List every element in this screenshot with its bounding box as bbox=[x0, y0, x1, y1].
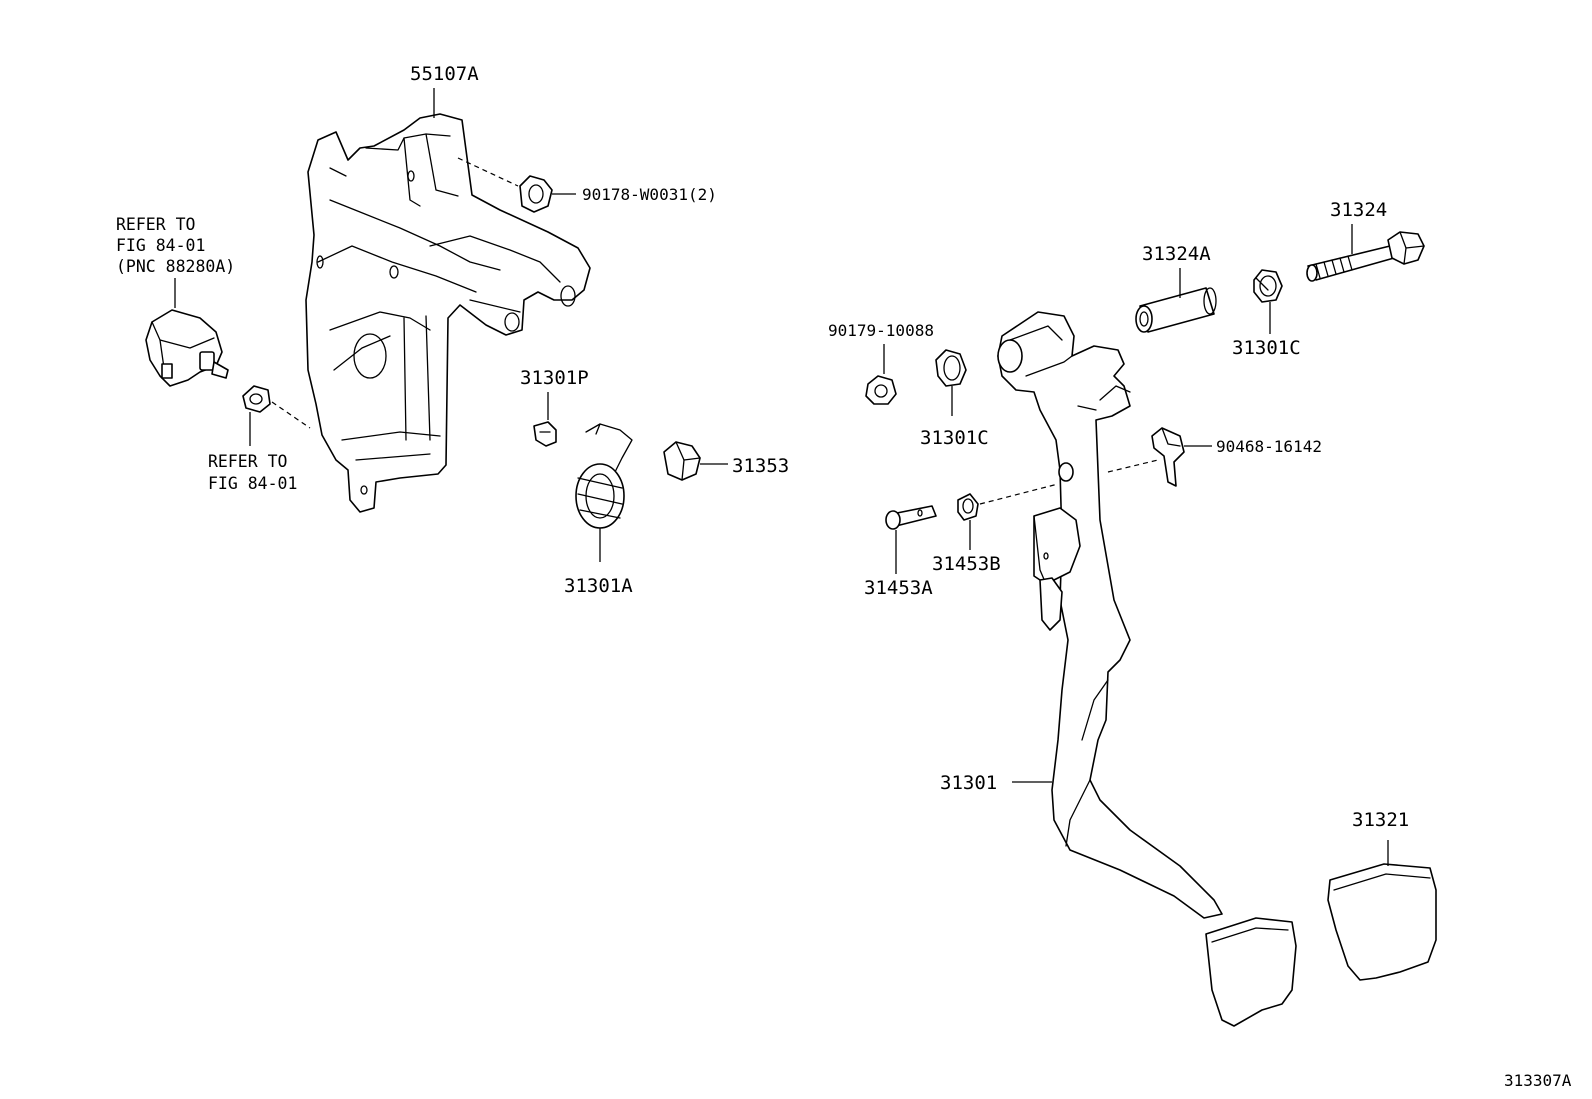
refer-switch-line3: (PNC 88280A) bbox=[116, 257, 235, 276]
label-flange-nut: 90179-10088 bbox=[828, 321, 934, 340]
bushing-left bbox=[935, 349, 967, 387]
label-cushion: 31353 bbox=[732, 455, 789, 477]
label-pedal-arm: 31301 bbox=[940, 772, 997, 794]
label-pin: 31453A bbox=[864, 577, 933, 599]
label-pin-bushing: 31453B bbox=[932, 553, 1001, 575]
label-pedal-pad: 31321 bbox=[1352, 809, 1409, 831]
refer-nut-line1: REFER TO bbox=[208, 452, 287, 471]
pedal-pad-on-arm bbox=[1205, 917, 1297, 1027]
retainer-clip bbox=[1151, 427, 1185, 487]
bushing-right bbox=[1253, 269, 1283, 303]
bracket-nut-dash-line bbox=[457, 157, 519, 187]
nut-dash-line bbox=[271, 401, 311, 429]
refer-switch-line2: FIG 84-01 bbox=[116, 236, 205, 255]
label-retainer-clip: 90468-16142 bbox=[1216, 437, 1322, 456]
brake-pedal-arm bbox=[997, 311, 1223, 919]
label-bushing-left: 31301C bbox=[920, 427, 989, 449]
label-bracket-nut: 90178-W0031(2) bbox=[582, 185, 717, 204]
refer-nut-line2: FIG 84-01 bbox=[208, 474, 297, 493]
pedal-pad-31321 bbox=[1327, 863, 1437, 981]
label-bracket: 55107A bbox=[410, 63, 479, 85]
pivot-collar bbox=[1135, 287, 1217, 333]
stopper-cushion bbox=[663, 441, 701, 481]
pedal-bracket bbox=[305, 113, 591, 513]
clevis-pin bbox=[885, 505, 937, 530]
refer-switch-line1: REFER TO bbox=[116, 215, 195, 234]
label-spring: 31301A bbox=[564, 575, 633, 597]
diagram-id: 313307A bbox=[1504, 1071, 1572, 1090]
pin-bushing bbox=[957, 493, 979, 521]
pivot-bolt bbox=[1306, 231, 1425, 282]
label-clip: 31301P bbox=[520, 367, 589, 389]
stop-lamp-switch bbox=[145, 309, 229, 387]
clip-31301P bbox=[533, 421, 557, 447]
label-bushing-right: 31301C bbox=[1232, 337, 1301, 359]
label-bolt: 31324 bbox=[1330, 199, 1387, 221]
retainer-clip-dash-line bbox=[1107, 459, 1159, 473]
return-spring bbox=[575, 423, 633, 529]
pin-bushing-dash-line bbox=[979, 483, 1059, 505]
bracket-nut bbox=[519, 175, 553, 213]
flange-nut bbox=[865, 375, 897, 405]
label-collar: 31324A bbox=[1142, 243, 1211, 265]
hex-nut bbox=[242, 385, 271, 413]
